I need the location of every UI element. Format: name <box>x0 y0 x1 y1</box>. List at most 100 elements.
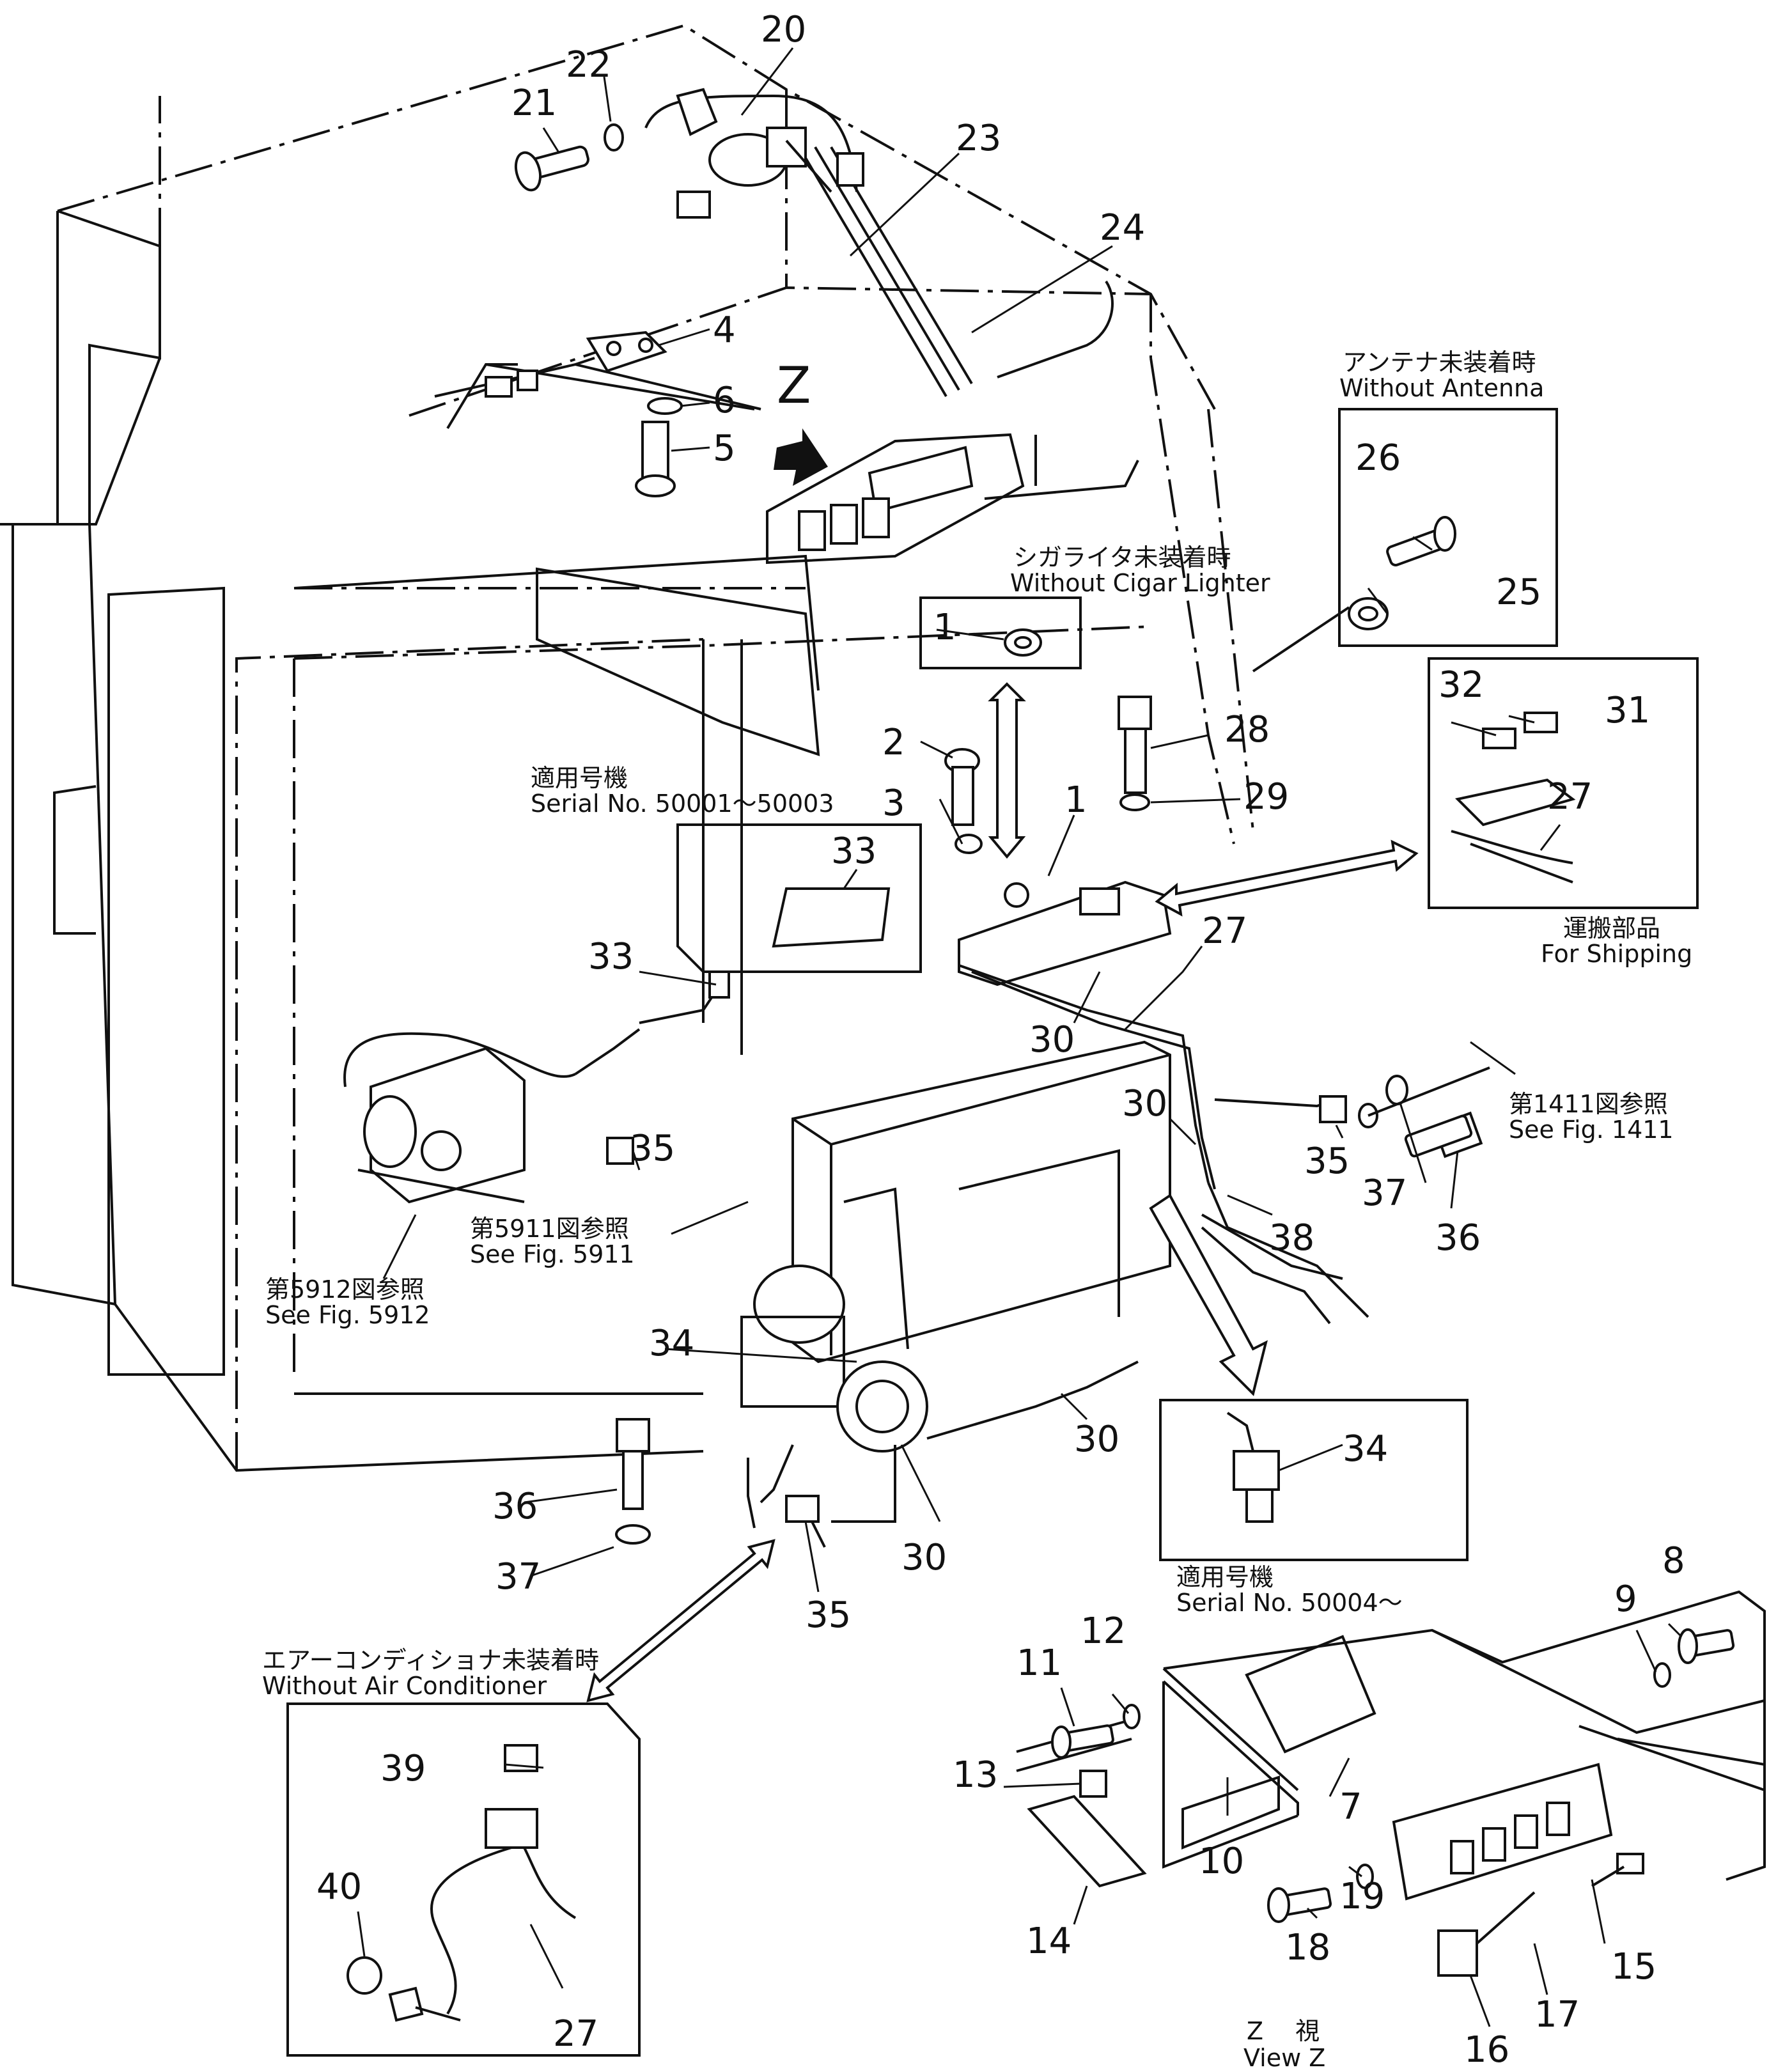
callout-1b: 1 <box>1064 779 1087 821</box>
callout-33b: 33 <box>588 936 634 978</box>
box-serial-50001 <box>676 823 922 973</box>
callout-11: 11 <box>1017 1642 1062 1684</box>
box-without-cigar <box>919 596 1082 669</box>
callout-21: 21 <box>511 82 557 124</box>
callout-36b: 36 <box>492 1486 538 1527</box>
washer-9 <box>1653 1662 1671 1688</box>
note-fig5912-jp: 第5912図参照 <box>265 1275 425 1304</box>
callout-numbers: 20 22 21 23 24 4 6 5 Z 1 26 25 32 31 27 … <box>316 9 1685 2071</box>
callout-34b: 34 <box>1343 1428 1388 1470</box>
bracket-14 <box>1027 1795 1147 1888</box>
note-fig5911-en: See Fig. 5911 <box>470 1240 635 1268</box>
callout-17: 17 <box>1534 1994 1580 2036</box>
bolt-26 <box>1386 516 1456 566</box>
cable-1411 <box>1368 1066 1490 1117</box>
callout-20: 20 <box>761 9 806 51</box>
bolt-28 <box>1118 696 1152 794</box>
callout-35c: 35 <box>806 1594 851 1636</box>
leader-lines <box>357 47 1683 2027</box>
washer-37b <box>615 1524 651 1545</box>
heater-unit <box>740 1040 1171 1504</box>
callout-18: 18 <box>1285 1927 1330 1968</box>
callout-38: 38 <box>1269 1217 1314 1259</box>
callout-8: 8 <box>1662 1540 1685 1582</box>
callout-34a: 34 <box>649 1323 694 1364</box>
clamp-35c <box>785 1495 820 1523</box>
note-antenna-jp: アンテナ未装着時 <box>1343 348 1536 377</box>
callout-27c: 27 <box>553 2013 598 2055</box>
note-fig5911-jp: 第5911図参照 <box>470 1215 629 1243</box>
box-without-antenna <box>1338 408 1558 647</box>
view-z-label: Z <box>777 357 811 415</box>
note-fig5912-en: See Fig. 5912 <box>265 1301 430 1329</box>
switch-panel-unit <box>958 880 1172 986</box>
callout-30c: 30 <box>1074 1419 1119 1460</box>
callout-13: 13 <box>953 1754 998 1796</box>
box-without-aircon <box>286 1702 641 2057</box>
note-serial2-en: Serial No. 50004～ <box>1176 1589 1403 1617</box>
callout-26: 26 <box>1355 437 1401 479</box>
callout-29: 29 <box>1243 776 1289 818</box>
clip-4 <box>485 331 667 398</box>
note-antenna-en: Without Antenna <box>1339 374 1544 402</box>
callout-16: 16 <box>1464 2029 1509 2071</box>
plug-1-box <box>1004 628 1042 657</box>
callout-10: 10 <box>1199 1841 1244 1882</box>
bolt-36a <box>1404 1111 1483 1158</box>
nut-13 <box>1079 1770 1107 1798</box>
washer-37a <box>1385 1075 1408 1105</box>
note-viewz-en: View Z <box>1243 2044 1325 2072</box>
grommet-35a <box>606 1137 634 1165</box>
grommet-25 <box>1348 597 1389 630</box>
note-cigar-en: Without Cigar Lighter <box>1010 569 1270 597</box>
shipping-parts <box>1451 712 1576 884</box>
clamp-35b <box>1319 1095 1378 1128</box>
note-serial2-jp: 適用号機 <box>1176 1563 1274 1591</box>
cab-outline <box>0 24 1254 1472</box>
washer-19 <box>1356 1864 1374 1889</box>
callout-22: 22 <box>566 44 611 86</box>
washer-3 <box>955 834 983 854</box>
double-arrow-aircon <box>586 1539 775 1702</box>
wire-harness <box>446 95 1369 1548</box>
callout-37b: 37 <box>495 1556 541 1598</box>
bolt-36b <box>616 1418 650 1510</box>
clamp-33 <box>708 887 891 999</box>
notes: アンテナ未装着時 Without Antenna シガライタ未装着時 Witho… <box>262 348 1692 2072</box>
callout-30d: 30 <box>901 1537 947 1578</box>
note-aircon-en: Without Air Conditioner <box>262 1672 547 1700</box>
note-shipping-jp: 運搬部品 <box>1563 914 1660 942</box>
callout-39: 39 <box>380 1748 426 1789</box>
screw-11 <box>1051 1724 1114 1759</box>
screw-8 <box>1678 1628 1735 1664</box>
callout-36a: 36 <box>1435 1217 1481 1259</box>
view-z-detail <box>1016 1590 1766 1977</box>
callout-14: 14 <box>1026 1920 1072 1962</box>
aircon-box-parts <box>347 1744 577 2022</box>
callout-25: 25 <box>1496 572 1541 613</box>
callout-27b: 27 <box>1202 910 1247 952</box>
double-arrow-shipping <box>1155 839 1419 917</box>
callout-4: 4 <box>713 309 736 351</box>
note-viewz-jp: Z 視 <box>1247 2017 1320 2045</box>
callout-30b: 30 <box>1122 1083 1167 1125</box>
connector-34-box <box>1226 1412 1280 1523</box>
box-for-shipping <box>1428 657 1699 909</box>
callout-23: 23 <box>956 118 1001 159</box>
note-fig1411-jp: 第1411図参照 <box>1509 1090 1668 1118</box>
note-serial1-en: Serial No. 50001～50003 <box>531 790 834 818</box>
note-cigar-jp: シガライタ未装着時 <box>1013 543 1231 572</box>
callout-40: 40 <box>316 1866 362 1908</box>
callout-6: 6 <box>713 380 736 421</box>
washer-22 <box>604 123 624 152</box>
double-arrow-cigar <box>988 682 1026 859</box>
washer-29 <box>1119 793 1150 811</box>
callout-35b: 35 <box>1304 1141 1350 1182</box>
callout-24: 24 <box>1100 207 1145 249</box>
callout-3: 3 <box>882 783 905 824</box>
note-serial1-jp: 適用号機 <box>531 764 628 792</box>
callout-2: 2 <box>882 722 905 763</box>
note-aircon-jp: エアーコンディショナ未装着時 <box>262 1646 599 1674</box>
callout-1a: 1 <box>933 607 956 648</box>
